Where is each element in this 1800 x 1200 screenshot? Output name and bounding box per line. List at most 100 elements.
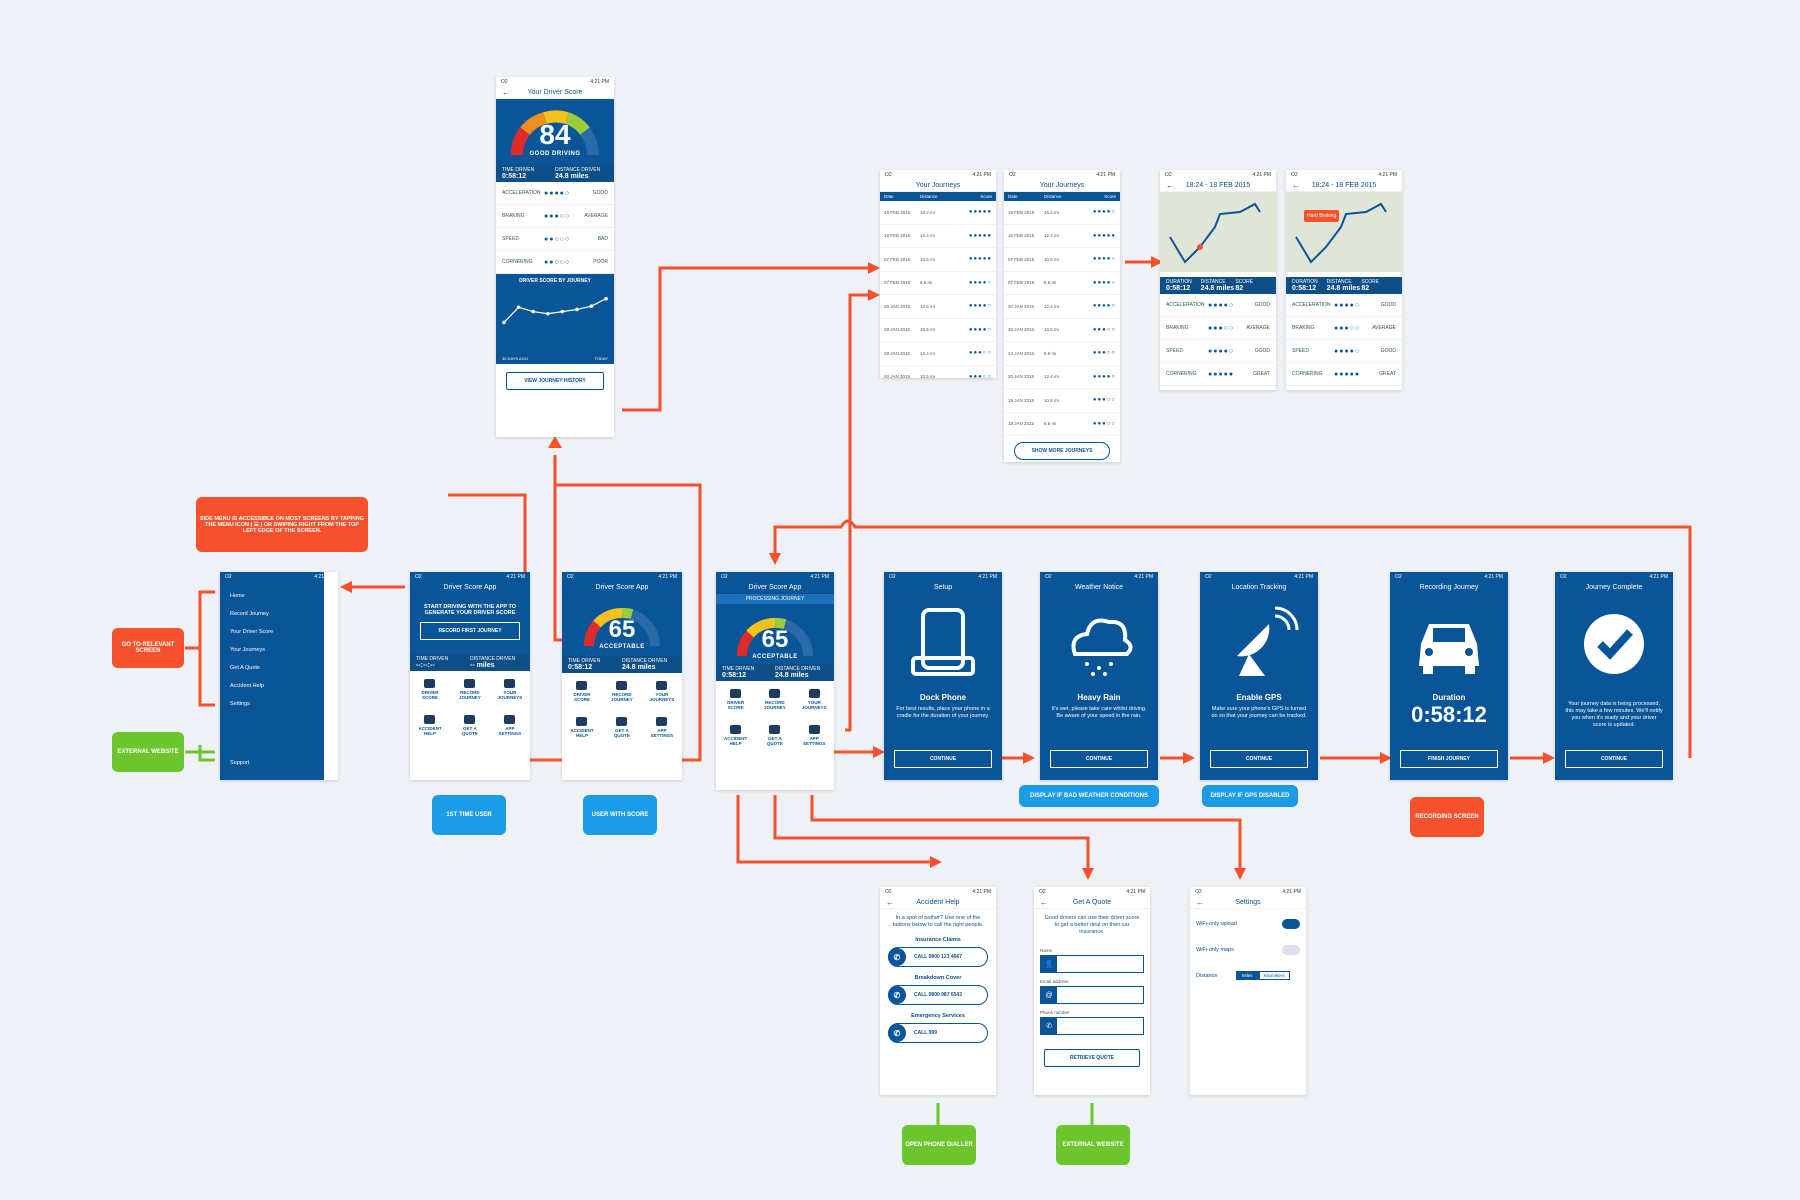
flow-button[interactable]: CONTINUE: [894, 750, 992, 768]
menu-item[interactable]: Settings: [230, 701, 250, 707]
view-history-button[interactable]: VIEW JOURNEY HISTORY: [506, 372, 604, 390]
retrieve-quote-button[interactable]: RETRIEVE QUOTE: [1044, 1049, 1140, 1068]
metric-row: CORNERING●●●●●GREAT: [1286, 363, 1402, 386]
series-line: [503, 298, 607, 323]
rating-dots: ●●●○○: [1334, 324, 1361, 332]
flow-button[interactable]: CONTINUE: [1210, 750, 1308, 768]
metric-row: BRAKING●●●○○AVERAGE: [1286, 317, 1402, 340]
rating-dots: ●●●●●: [1208, 370, 1235, 378]
group-title: Breakdown Cover: [914, 975, 962, 982]
menu-support[interactable]: Support: [230, 760, 250, 766]
call-button[interactable]: ✆CALL 999: [888, 1023, 988, 1044]
tile-icon: [730, 688, 742, 698]
call-button[interactable]: ✆CALL 0800 987 6543: [888, 985, 988, 1006]
wifi-upload-toggle[interactable]: [1282, 919, 1300, 929]
score-line-chart: [502, 296, 608, 325]
tile-icon: [616, 680, 628, 690]
flow-button[interactable]: CONTINUE: [1565, 750, 1663, 768]
menu-item[interactable]: Home: [230, 593, 245, 599]
quote-input[interactable]: 👤: [1040, 955, 1144, 974]
flow-heading: Enable GPS: [1236, 693, 1282, 702]
rating-dots: ●●●○○: [968, 350, 992, 357]
person-icon: 👤: [1041, 956, 1057, 973]
flow-button[interactable]: FINISH JOURNEY: [1400, 750, 1498, 768]
metric-row: CORNERING●●○○○POOR: [496, 251, 614, 274]
miles-option[interactable]: Miles: [1236, 971, 1259, 980]
note-bad-weather: DISPLAY IF BAD WEATHER CONDITIONS: [1019, 785, 1159, 807]
wifi-maps-toggle[interactable]: [1282, 945, 1300, 955]
data-point: [560, 309, 565, 314]
connector-history: [622, 266, 870, 412]
quote-input[interactable]: ✆: [1040, 1017, 1144, 1036]
tile-icon: [464, 714, 476, 724]
km-option[interactable]: Kilometers: [1258, 971, 1290, 980]
menu-item[interactable]: Get A Quote: [230, 665, 260, 671]
data-point: [545, 311, 550, 316]
menu-item[interactable]: Accident Help: [230, 683, 264, 689]
show-more-button[interactable]: SHOW MORE JOURNEYS: [1014, 442, 1110, 460]
quote-input[interactable]: @: [1040, 986, 1144, 1005]
rain-cloud-icon: [1040, 606, 1158, 685]
event-tooltip: Hard Braking: [1304, 210, 1340, 222]
rating-dots: ●●●○○: [1092, 326, 1116, 333]
flow-button[interactable]: CONTINUE: [1050, 750, 1148, 768]
note-recording: RECORDING SCREEN: [1410, 797, 1484, 837]
metric-row: BRAKING●●●○○AVERAGE: [1160, 317, 1276, 340]
call-button[interactable]: ✆CALL 0800 123 4567: [888, 947, 988, 968]
at-icon: @: [1041, 987, 1057, 1004]
driver-score-value: 84: [539, 119, 571, 150]
menu-item[interactable]: Your Driver Score: [230, 629, 274, 635]
accident-intro: In a spot of bother? Use one of the butt…: [892, 915, 984, 929]
menu-item[interactable]: Your Journeys: [230, 647, 265, 653]
record-first-button[interactable]: RECORD FIRST JOURNEY: [420, 622, 520, 640]
rating-dots: ●●●●○: [1092, 279, 1116, 286]
score-value: 65: [608, 616, 636, 643]
menu-item[interactable]: Record Journey: [230, 611, 269, 617]
phone-icon: ✆: [888, 986, 906, 1005]
flow-text: 0:58:12: [1411, 702, 1487, 727]
tile-icon: [424, 714, 436, 724]
tile-icon: [504, 714, 516, 724]
rating-dots: ●●●●●: [1334, 370, 1361, 378]
tile-icon: [769, 724, 781, 734]
tile-icon: [656, 680, 668, 690]
